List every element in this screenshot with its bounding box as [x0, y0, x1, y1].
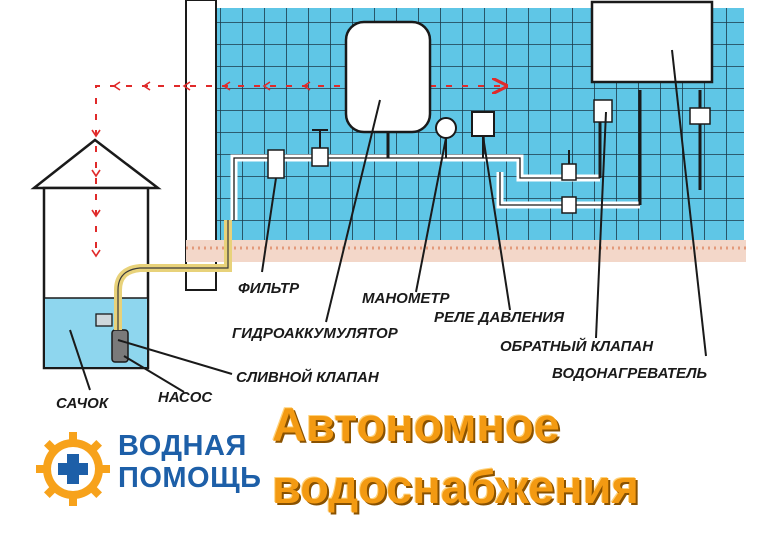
headline: Автономное водоснабжения: [272, 394, 639, 518]
filter-icon: [267, 149, 285, 179]
manometer-icon: [435, 117, 457, 139]
label-water-heater: ВОДОНАГРЕВАТЕЛЬ: [552, 365, 708, 382]
floor-band: [186, 240, 746, 262]
flow-arrows: [91, 81, 311, 258]
water-heater-tank: [590, 0, 714, 84]
well-water: [45, 298, 147, 367]
brand-logo-icon: [36, 432, 110, 506]
label-filter: ФИЛЬТР: [238, 280, 300, 297]
brand-name: ВОДНАЯ ПОМОЩЬ: [118, 430, 262, 494]
label-hydroaccumulator: ГИДРОАККУМУЛЯТОР: [232, 325, 399, 342]
leader-lines: [69, 49, 707, 393]
check-valve-icon: [561, 150, 577, 214]
label-manometer: МАНОМЕТР: [362, 290, 450, 307]
flow-path: [95, 86, 500, 256]
well: [30, 138, 162, 370]
label-strainer: САЧОК: [56, 395, 110, 412]
faucet-icon: [593, 99, 711, 125]
headline-line-2: водоснабжения: [272, 460, 639, 513]
label-drain-valve: СЛИВНОЙ КЛАПАН: [236, 368, 380, 386]
brand-line-1: ВОДНАЯ: [118, 430, 247, 462]
brand-line-2: ПОМОЩЬ: [118, 462, 262, 494]
hydroaccumulator-tank: [344, 20, 432, 134]
pressure-relay-icon: [471, 111, 495, 137]
headline-line-1: Автономное: [272, 398, 560, 451]
label-pressure-relay: РЕЛЕ ДАВЛЕНИЯ: [434, 309, 565, 326]
label-check-valve: ОБРАТНЫЙ КЛАПАН: [500, 337, 654, 355]
label-pump: НАСОС: [158, 389, 213, 406]
valve-icon: [311, 129, 329, 167]
